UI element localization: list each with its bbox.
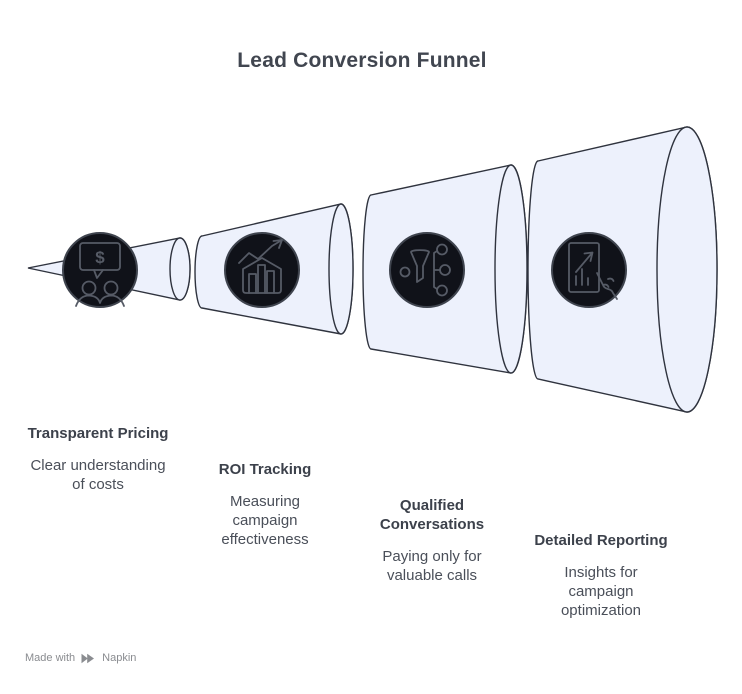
stage-detailed-reporting: Detailed Reporting Insights for campaign… [516, 531, 686, 620]
napkin-logo-icon [81, 653, 95, 663]
person-head-left [81, 280, 97, 296]
pricing-conversation-icon: $ [62, 232, 138, 308]
branch-lines [433, 250, 441, 290]
person-head-right [103, 280, 119, 296]
made-with-label: Made with [25, 652, 76, 664]
output-node-top [436, 243, 448, 256]
icon-circle-3 [389, 232, 465, 308]
report-page [568, 242, 600, 293]
stage-heading: ROI Tracking [218, 461, 312, 478]
output-node-mid [439, 264, 451, 276]
icon-circle-2 [224, 232, 300, 308]
stage-transparent-pricing: Transparent Pricing Clear understanding … [13, 424, 183, 494]
stage-qualified-conversations: Qualified Conversations Paying only for … [347, 496, 517, 585]
open-box [242, 257, 282, 294]
roi-chart-icon [224, 232, 300, 308]
napkin-brand-label: Napkin [102, 652, 137, 664]
speech-bubble-tail [93, 269, 104, 279]
stage-heading: Transparent Pricing [27, 425, 169, 442]
stage-roi-tracking: ROI Tracking Measuring campaign effectiv… [180, 460, 350, 549]
report-hand-icon [551, 232, 627, 308]
stage-description: Paying only for valuable calls [382, 548, 482, 584]
funnel-segment-1-cap [169, 237, 191, 301]
report-bars [575, 268, 589, 286]
diagram-title: Lead Conversion Funnel [237, 49, 487, 72]
funnel-segment-4-cap [656, 126, 718, 413]
speech-bubble [79, 242, 121, 271]
trend-zigzag-arrow [238, 239, 283, 264]
made-with-napkin-link[interactable]: Made with Napkin [25, 652, 136, 664]
stage-heading: Qualified Conversations [379, 497, 485, 533]
stage-heading: Detailed Reporting [534, 532, 668, 549]
dollar-glyph: $ [95, 248, 105, 267]
output-node-bottom [436, 284, 448, 297]
chart-bars [248, 264, 275, 294]
report-up-arrow [575, 251, 594, 273]
stage-description: Clear understanding of costs [30, 457, 166, 493]
funnel-segment-3-cap [494, 164, 528, 374]
stage-description: Measuring campaign effectiveness [221, 493, 309, 548]
pointing-hand [596, 272, 618, 300]
stage-description: Insights for campaign optimization [560, 564, 642, 619]
filter-funnel [410, 249, 430, 283]
person-shoulders [75, 294, 125, 307]
input-node [399, 266, 411, 278]
funnel-segment-2-cap [328, 203, 354, 335]
funnel-filter-icon [389, 232, 465, 308]
